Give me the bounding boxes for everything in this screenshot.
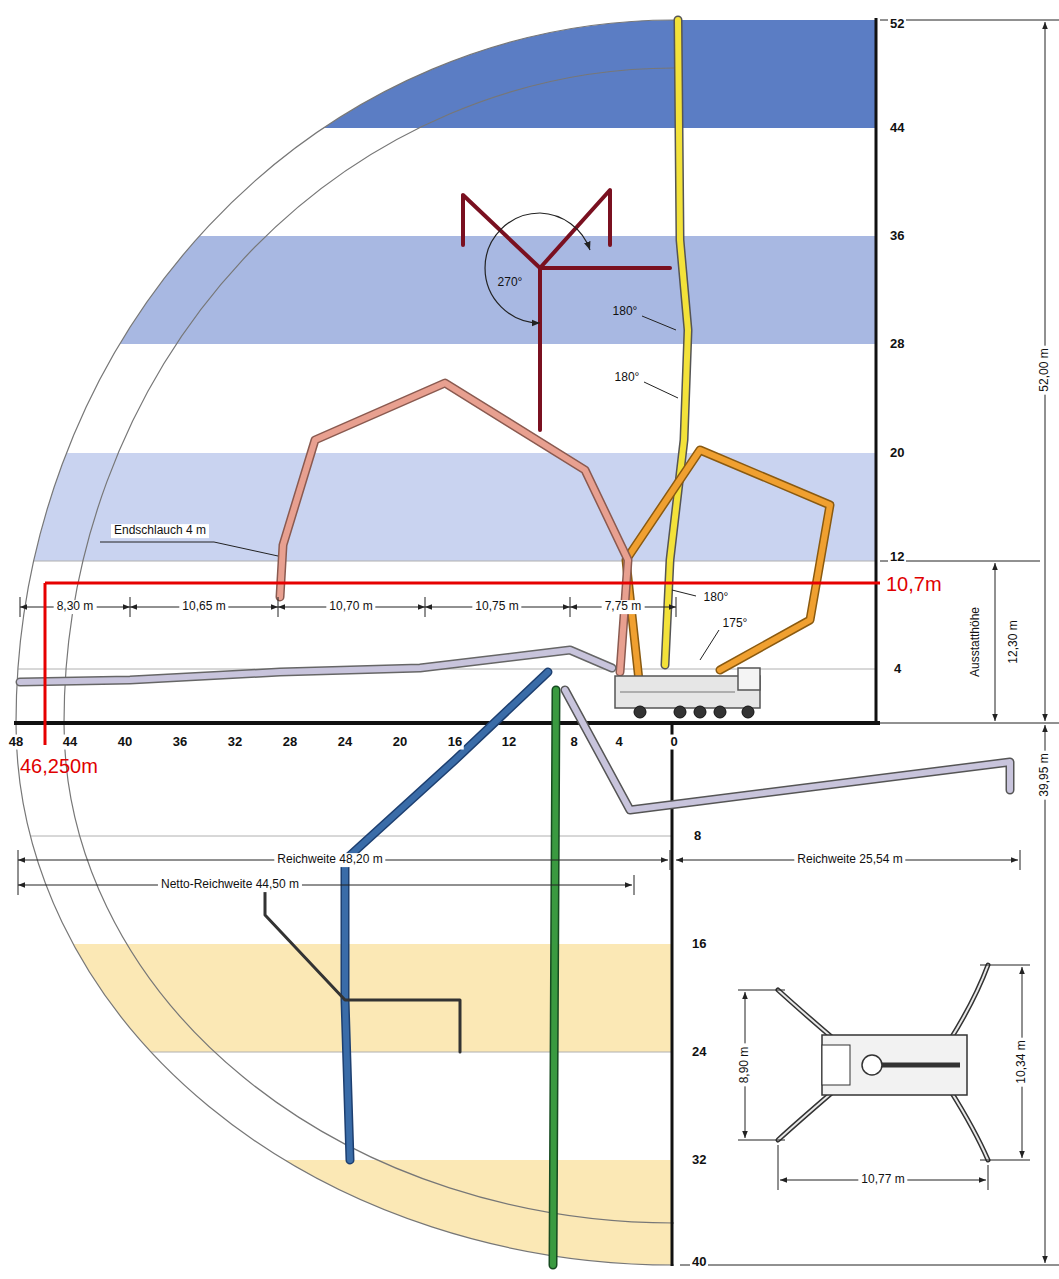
dimension-label: Reichweite 48,20 m	[274, 853, 385, 867]
dimension-label: 10,65 m	[179, 600, 228, 614]
axis-number: 28	[281, 735, 299, 750]
marker-label: 46,250m	[20, 755, 98, 778]
height-band	[0, 20, 876, 128]
outrigger-plan	[738, 965, 1030, 1190]
dimension-label: 10,34 m	[1015, 1037, 1029, 1086]
axis-number: 36	[888, 229, 906, 244]
axis-number: 0	[668, 735, 679, 750]
axis-number: 8	[692, 829, 703, 844]
dimension-label: 39,95 m	[1038, 750, 1052, 799]
red-marker-lines	[45, 583, 880, 745]
axis-number: 20	[888, 446, 906, 461]
dimension-label: 12,30 m	[1007, 617, 1021, 666]
dimension-label: 8,30 m	[54, 600, 97, 614]
axis-number: 36	[171, 735, 189, 750]
leader-lines	[100, 316, 719, 660]
axis-number: 44	[61, 735, 79, 750]
dimension-label: 7,75 m	[602, 600, 645, 614]
axis-number: 4	[613, 735, 624, 750]
axis-number: 40	[116, 735, 134, 750]
dimension-label: Ausstatthöhe	[969, 604, 983, 680]
angle-label: 270°	[498, 276, 523, 290]
axis-number: 44	[888, 121, 906, 136]
dimension-label: 10,70 m	[326, 600, 375, 614]
axis-number: 28	[888, 337, 906, 352]
axis-number: 4	[892, 662, 903, 677]
booms	[20, 20, 1010, 1265]
dimension-label: 8,90 m	[738, 1044, 752, 1087]
depth-band	[0, 944, 672, 1052]
axis-number: 32	[226, 735, 244, 750]
axes	[14, 18, 880, 1266]
axis-number: 24	[690, 1045, 708, 1060]
truck	[615, 668, 760, 718]
dimension-label: 52,00 m	[1038, 345, 1052, 394]
axis-number: 16	[690, 937, 708, 952]
dimension-label: 10,75 m	[472, 600, 521, 614]
dimension-label: Netto-Reichweite 44,50 m	[158, 878, 302, 892]
axis-number: 8	[568, 735, 579, 750]
dimension-label: 10,77 m	[858, 1173, 907, 1187]
angle-label: 180°	[615, 371, 640, 385]
rotation-arc	[485, 213, 590, 323]
axis-number: 32	[690, 1153, 708, 1168]
dimension-label: Reichweite 25,54 m	[794, 853, 905, 867]
grid-lines	[0, 561, 876, 1052]
angle-label: 180°	[613, 305, 638, 319]
axis-number: 20	[391, 735, 409, 750]
angle-label: 175°	[723, 617, 748, 631]
axis-number: 52	[888, 17, 906, 32]
callout-label: Endschlauch 4 m	[111, 524, 209, 538]
height-band	[0, 236, 876, 344]
reach-envelope	[16, 20, 674, 1265]
axis-number: 40	[690, 1255, 708, 1270]
dimension-lines	[18, 20, 1059, 1265]
axis-number: 12	[500, 735, 518, 750]
axis-number: 16	[446, 735, 464, 750]
marker-label: 10,7m	[886, 573, 942, 596]
axis-number: 12	[888, 550, 906, 565]
axis-number: 24	[336, 735, 354, 750]
depth-band	[0, 1160, 672, 1265]
axis-number: 48	[7, 735, 25, 750]
height-bands	[0, 20, 876, 1265]
angle-label: 180°	[704, 591, 729, 605]
